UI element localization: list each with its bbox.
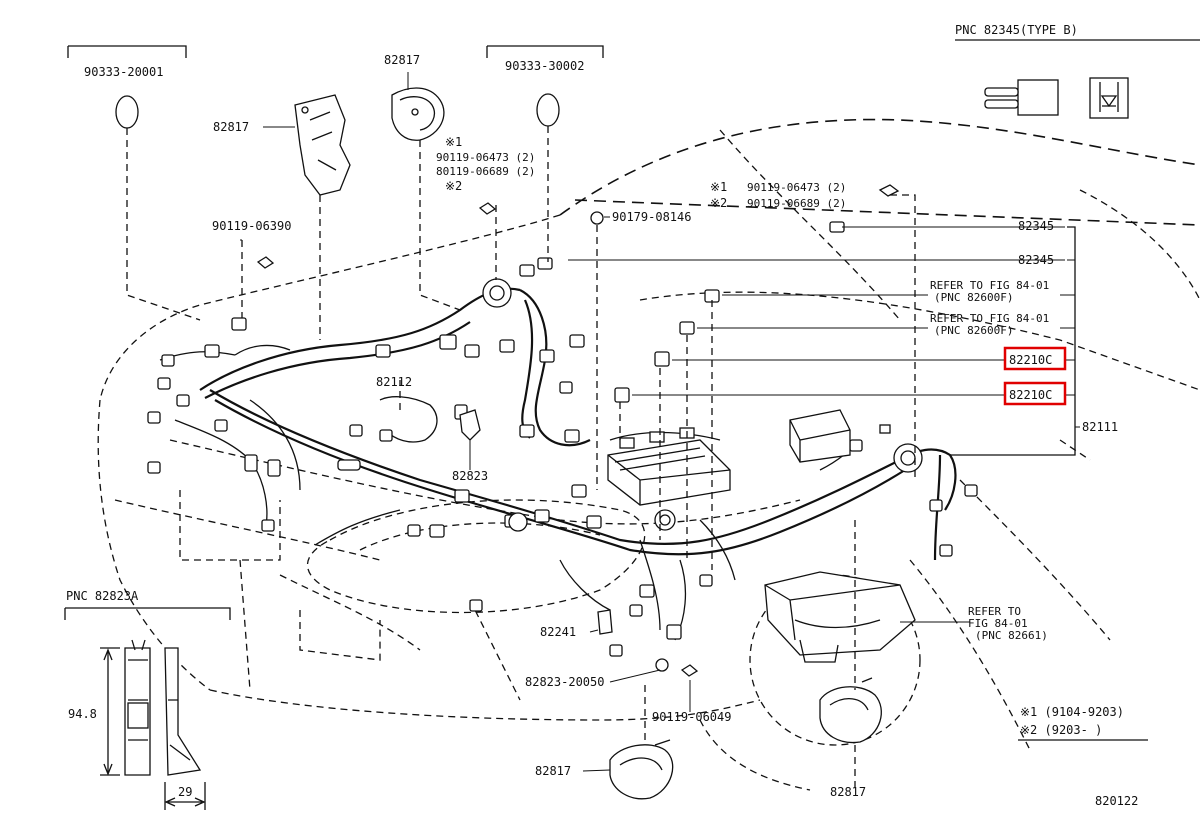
legend-note-1: ※1 (9104-9203) [1020, 705, 1124, 719]
dimension-height-label: 94.8 [68, 707, 97, 721]
part-82345-upper-label: 82345 [1018, 219, 1054, 233]
part-90119-06049-label: 90119-06049 [652, 710, 731, 724]
harness-connectors [147, 184, 978, 677]
bracket-82817-left [294, 94, 351, 196]
right-note-mark-2: ※2 [710, 196, 727, 210]
part-90119-06390-label: 90119-06390 [212, 219, 291, 233]
part-82241-label: 82241 [540, 625, 576, 639]
part-90333-30002-label: 90333-30002 [505, 59, 584, 73]
part-90333-20001-label: 90333-20001 [84, 65, 163, 79]
pnc-82823a-label: PNC 82823A [66, 589, 139, 603]
ref-fig-a-line2: (PNC 82600F) [934, 291, 1013, 304]
part-82112-label: 82112 [376, 375, 412, 389]
leader-lines [67, 45, 1080, 790]
part-90179-08146-label: 90179-08146 [612, 210, 691, 224]
pnc-82345-type-b-label: PNC 82345(TYPE B) [955, 23, 1078, 37]
figure-number: 820122 [1095, 794, 1138, 808]
right-note-bolt-2: 90119-06689 (2) [747, 197, 846, 210]
part-82817-bottom-left-label: 82817 [535, 764, 571, 778]
relay-82345-type-b-inset [955, 39, 1200, 119]
part-82345-lower-label: 82345 [1018, 253, 1054, 267]
clip-82241 [597, 609, 613, 635]
right-note-bolt-1: 90119-06473 (2) [747, 181, 846, 194]
highlight-82210c-lower [1003, 381, 1067, 406]
bracket-82817-bottom-right [819, 677, 882, 744]
part-82817-bottom-right-label: 82817 [830, 785, 866, 799]
left-note-mark-2: ※2 [445, 179, 462, 193]
ref-fig-b-line1: REFER TO FIG 84-01 [930, 312, 1049, 325]
washer-tank [764, 571, 916, 663]
ref-fig-c-line3: (PNC 82661) [975, 629, 1048, 642]
part-82817-top-label: 82817 [384, 53, 420, 67]
clip-82823 [459, 409, 481, 441]
junction-block [607, 409, 891, 506]
bracket-82817-top [391, 87, 445, 141]
right-note-mark-1: ※1 [710, 180, 727, 194]
part-82210c-upper-label[interactable]: 82210C [1009, 353, 1052, 367]
part-82210c-lower-label[interactable]: 82210C [1009, 388, 1052, 402]
dimension-width-label: 29 [178, 785, 192, 799]
ref-fig-a-line1: REFER TO FIG 84-01 [930, 279, 1049, 292]
legend-note-2: ※2 (9203- ) [1020, 723, 1102, 737]
pnc-82823a-inset [64, 607, 231, 810]
left-note-bolt-1: 90119-06473 (2) [436, 151, 535, 164]
highlight-82210c-upper [1003, 346, 1067, 371]
part-82823-20050-label: 82823-20050 [525, 675, 604, 689]
left-note-bolt-2: 80119-06689 (2) [436, 165, 535, 178]
ref-fig-b-line2: (PNC 82600F) [934, 324, 1013, 337]
bracket-82817-bottom-left [609, 739, 674, 800]
labels: PNC 82345(TYPE B) 90333-20001 90333-3000… [66, 23, 1148, 808]
part-82111-label: 82111 [1082, 420, 1118, 434]
ref-fig-c-line1: REFER TO [968, 605, 1021, 618]
part-82823-label: 82823 [452, 469, 488, 483]
part-82817-left-label: 82817 [213, 120, 249, 134]
ref-fig-c-line2: FIG 84-01 [968, 617, 1028, 630]
left-note-mark-1: ※1 [445, 135, 462, 149]
